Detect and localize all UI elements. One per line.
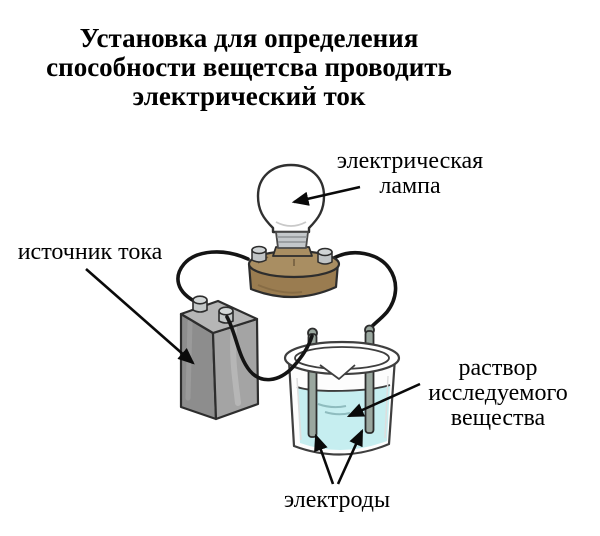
arrow-to-right-electrode bbox=[336, 428, 364, 485]
lamp-terminal-right bbox=[317, 247, 333, 265]
arrow-to-solution bbox=[346, 382, 421, 418]
arrow-to-source bbox=[85, 268, 195, 365]
wire-lamp-to-battery bbox=[176, 250, 250, 305]
beaker-spout bbox=[319, 364, 356, 380]
annotation-arrows bbox=[85, 185, 421, 485]
light-bulb bbox=[256, 163, 326, 249]
lamp-terminal-left bbox=[251, 245, 267, 263]
battery bbox=[179, 295, 260, 421]
label-current-source: источник тока bbox=[17, 239, 163, 265]
electrode-right bbox=[364, 324, 375, 434]
arrow-to-lamp bbox=[291, 185, 361, 206]
bulb-screw-band bbox=[275, 231, 309, 249]
wire-battery-to-left-electrode bbox=[225, 315, 314, 382]
page-title: Установка для определения способности ве… bbox=[46, 23, 452, 111]
label-electrodes: электроды bbox=[283, 487, 391, 513]
label-electric-lamp: электрическая лампа bbox=[336, 148, 484, 199]
beaker bbox=[283, 324, 401, 456]
wire-lamp-to-right-electrode bbox=[332, 251, 398, 331]
battery-terminal-left bbox=[192, 295, 208, 313]
battery-terminal-right bbox=[218, 306, 234, 324]
beaker-rim bbox=[283, 340, 401, 380]
label-test-solution: раствор исследуемого вещества bbox=[428, 355, 568, 431]
lamp-base bbox=[247, 245, 341, 299]
arrow-to-left-electrode bbox=[314, 433, 335, 485]
